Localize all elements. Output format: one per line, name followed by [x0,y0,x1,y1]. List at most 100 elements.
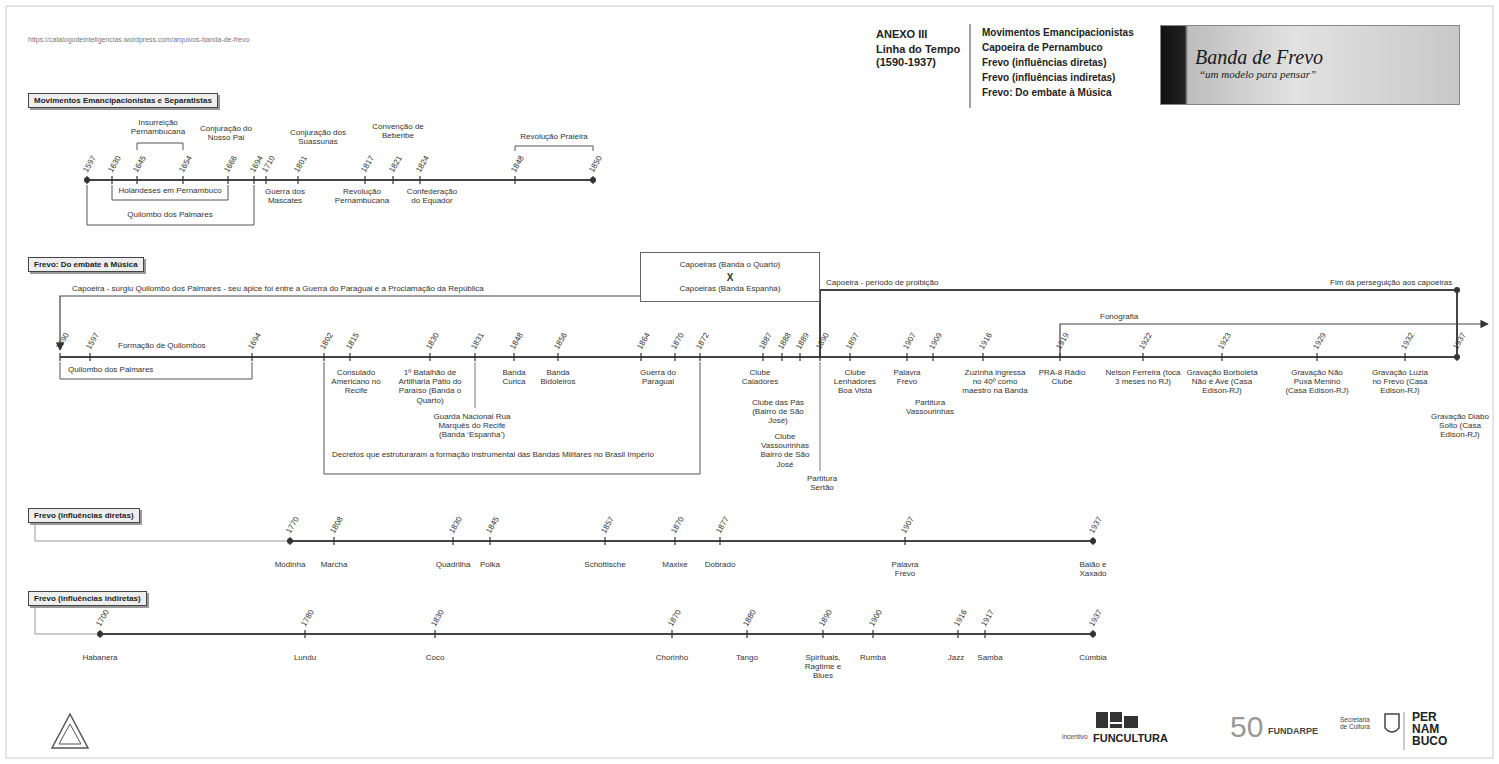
year-tick [604,537,605,545]
year-label: 1817 [359,154,376,174]
year-label: 1830 [447,515,464,535]
year-label: 1864 [635,331,652,351]
event-label: Samba [973,653,1007,662]
event-label: Quilombo dos Palmares [68,365,153,374]
event-label: Fim da perseguição aos capoeiras [1330,278,1452,287]
year-tick [419,176,420,184]
node-text: Capoeiras (Banda o Quarto) [680,260,781,270]
year-tick [513,353,514,361]
year-label: 1919 [1054,331,1071,351]
year-label: 1870 [669,331,686,351]
year-label: 1872 [694,331,711,351]
year-label: 1890 [814,331,831,351]
year-tick [762,353,763,361]
year-tick [557,353,558,361]
event-label: Formação de Quilombos [118,341,206,350]
year-label: 1907 [901,331,918,351]
year-label: 1916 [977,331,994,351]
year-label: 1815 [344,331,361,351]
year-tick [746,630,747,638]
year-tick [434,630,435,638]
year-tick [489,537,490,545]
year-tick [182,176,183,184]
year-tick [304,630,305,638]
event-label: Gravação Luzia no Frevo (Casa Edison-RJ) [1367,368,1433,396]
year-label: 1850 [587,154,604,174]
event-label: 50 [1230,712,1263,742]
year-label: 1830 [424,331,441,351]
event-label: Habanera [70,653,130,662]
year-tick [1221,353,1222,361]
year-label: 1694 [246,331,263,351]
year-label: 1890 [817,608,834,628]
year-tick [822,630,823,638]
year-tick [265,176,266,184]
year-label: 1857 [599,515,616,535]
event-label: Quadrilha [428,560,478,569]
event-label: Jazz [943,653,969,662]
year-label: 1937 [1087,515,1104,535]
event-label: Clube Vassourinhas Bairro de São José [754,432,816,469]
node-text: “um modelo para pensar” [1195,68,1449,81]
year-tick [1142,353,1143,361]
event-label: 1º Batalhão de Artilharia Pátio do Paraí… [392,368,468,405]
year-tick [474,353,475,361]
event-label: Confederação do Equador [402,187,462,205]
year-tick [982,353,983,361]
event-label: Conjuração dos Suassunas [283,128,353,146]
event-label: Marcha [312,560,356,569]
year-label: 1932 [1399,331,1416,351]
event-label: Nelson Ferreira (toca 3 meses no RJ) [1105,368,1181,386]
year-tick [333,537,334,545]
year-label: 1897 [844,331,861,351]
event-label: Guerra dos Mascates [260,187,310,205]
node-text: Frevo (influências diretas) [34,511,134,520]
year-tick [957,630,958,638]
event-label: Revolução Pernambucana [330,187,394,205]
year-tick [349,353,350,361]
event-label: Dobrado [698,560,742,569]
event-label: Schottische [575,560,635,569]
event-label: Movimentos Emancipacionistas [982,27,1134,39]
year-tick [904,537,905,545]
year-tick [59,353,60,361]
year-label: 1856 [552,331,569,351]
year-label: 1880 [741,608,758,628]
event-label: Polka [475,560,505,569]
event-label: FUNCULTURA [1093,732,1168,745]
year-tick [136,176,137,184]
timeline-title: Linha do Tempo (1590-1937) [876,43,968,68]
node-text: Banda de Frevo [1195,46,1449,68]
event-label: Fonografia [1100,312,1138,321]
year-label: 1590 [54,331,71,351]
event-label: Frevo (influências indiretas) [982,72,1115,84]
event-label: Coco [415,653,455,662]
event-label: Partitura Sertão [797,474,847,492]
year-label: 1922 [1137,331,1154,351]
event-label: Frevo: Do embate à Música [982,87,1111,99]
event-label: Gravação Não Puxa Menino (Casa Edison-RJ… [1282,368,1352,396]
event-label: https://catalogodeinteligencias.wordpres… [28,36,249,44]
year-tick [429,353,430,361]
year-tick [719,537,720,545]
year-tick [392,176,393,184]
year-tick [640,353,641,361]
year-tick [1092,630,1093,638]
section-header: Frevo (influências diretas) [28,508,140,523]
event-label: Capoeira de Pernambuco [982,42,1103,54]
year-label: 1700 [94,608,111,628]
event-label: Banda Bidoleiros [536,368,580,386]
event-label: Palavra Frevo [883,560,927,578]
node-text: Frevo (influências indiretas) [34,594,141,603]
event-label: Secretaria de Cultura [1340,716,1378,731]
year-tick [1059,353,1060,361]
year-tick [1456,353,1457,361]
year-label: 1666 [222,154,239,174]
year-label: 1597 [84,331,101,351]
event-label: Guerra do Paraguai [633,368,683,386]
year-tick [592,176,593,184]
year-tick [674,537,675,545]
year-tick [111,176,112,184]
year-label: 1887 [757,331,774,351]
